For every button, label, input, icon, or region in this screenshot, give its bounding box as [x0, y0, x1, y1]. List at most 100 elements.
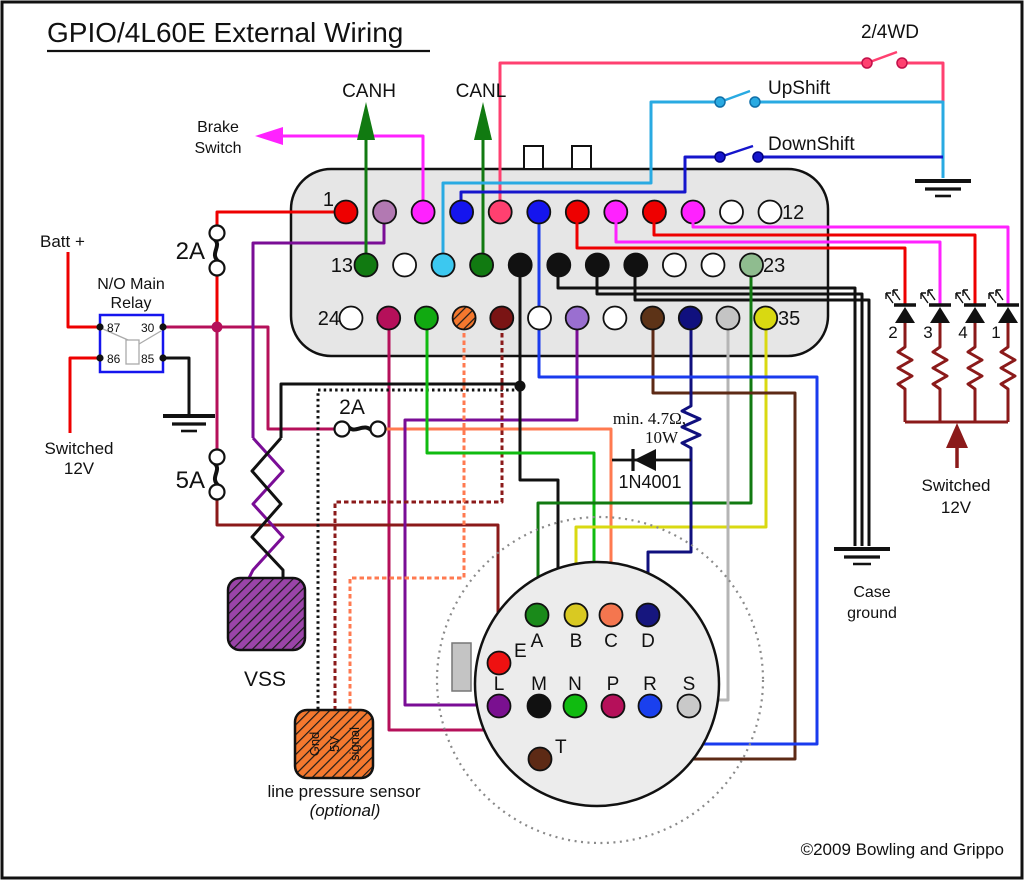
ecu-pin-18 [546, 252, 572, 278]
switched12v-left-label1: Switched [45, 439, 114, 458]
junction-dot [514, 380, 526, 392]
resistor-note2: 10W [645, 428, 679, 447]
led-feed-wire [575, 212, 907, 304]
relay-label2: Relay [111, 295, 152, 312]
ecu-pin-12 [757, 199, 783, 225]
ecu-pin-16 [469, 252, 495, 278]
ecu-pin-15 [430, 252, 456, 278]
ecu-pin-25 [376, 305, 402, 331]
ecu-pin-27 [451, 305, 477, 331]
ecu-pin-11 [719, 199, 744, 225]
trans-pin-C [598, 602, 624, 628]
relay-term-30: 30 [141, 321, 155, 335]
ecu-pin-33 [677, 305, 703, 331]
led-emission-arrows-icon [955, 289, 971, 304]
switched12v-left-label2: 12V [64, 459, 95, 478]
2-4wd-label: 2/4WD [861, 22, 919, 43]
ecu-pin-3 [410, 199, 436, 225]
ecu-pin-29 [527, 305, 552, 331]
led-resistor [896, 323, 914, 422]
ecu-pin-19 [584, 252, 610, 278]
trans-pin-label-E: E [514, 641, 527, 662]
relay-term-87: 87 [107, 321, 121, 335]
case-ground-label2: ground [847, 605, 897, 622]
led-resistor [931, 323, 949, 422]
led-number-label: 4 [958, 323, 967, 342]
ecu-pin-20 [623, 252, 649, 278]
trans-pin-N [562, 693, 588, 719]
trans-pin-R [637, 693, 663, 719]
wiring-layer [66, 50, 945, 761]
connector-key-tab [523, 145, 544, 170]
ecu-pin-31 [602, 305, 628, 331]
canl-label: CANL [456, 81, 507, 102]
trans-pin-E [486, 650, 512, 676]
trans-pin-label-M: M [531, 674, 547, 695]
trans-pin-A [524, 602, 550, 628]
canl-arrow [474, 102, 492, 140]
main-relay: 87 30 86 85 [96, 313, 167, 374]
ecu-pin-2 [372, 199, 398, 225]
pressure-sensor-box [293, 708, 375, 780]
trans-pin-label-T: T [555, 737, 567, 758]
trans-pin-B [563, 602, 589, 628]
trans-pin-D [635, 602, 661, 628]
vss-box [226, 576, 307, 652]
trans-pin-label-S: S [683, 674, 696, 695]
canh-arrow [357, 102, 375, 140]
fuse-2a-mid-label: 2A [339, 396, 365, 419]
sensor-signal-label: signal [347, 727, 362, 761]
switched12v-right-label2: 12V [941, 498, 972, 517]
brake-label1: Brake [197, 119, 239, 136]
case-ground-label1: Case [853, 584, 890, 601]
junction-dot [211, 321, 223, 333]
ecu-pin-17 [507, 252, 533, 278]
trans-pin-label-A: A [531, 631, 544, 652]
led-feed-wire [614, 212, 942, 304]
led-number-label: 3 [923, 323, 932, 342]
ground-relay [163, 414, 215, 433]
trans-connector-key [451, 642, 472, 692]
diode-1n4001 [612, 449, 691, 471]
ecu-pin-22 [700, 252, 726, 278]
trans-pin-T [527, 746, 553, 772]
pin-num-12: 12 [782, 202, 804, 224]
ecu-pin-5 [487, 199, 513, 225]
trans-pin-label-N: N [568, 674, 582, 695]
page-title: GPIO/4L60E External Wiring [47, 17, 403, 48]
ecu-pin-32 [640, 305, 665, 331]
ecu-pin-35 [753, 305, 779, 331]
ground-case [834, 547, 890, 566]
fuse-5a-label: 5A [176, 467, 205, 494]
fuse-2a-label: 2A [176, 238, 205, 265]
pin-num-24: 24 [318, 308, 340, 330]
led-feed-wire [691, 212, 1010, 304]
ecu-pin-24 [338, 305, 364, 331]
fuse-2a-vertical [208, 224, 226, 277]
trans-pin-label-L: L [494, 674, 505, 695]
led-feed-wire [652, 212, 977, 304]
relay-term-86: 86 [107, 352, 121, 366]
pin-num-23: 23 [763, 255, 785, 277]
trans-connector-outline [435, 515, 765, 845]
ecu-pin-26 [413, 305, 439, 331]
sensor-gnd-label: Gnd [307, 732, 322, 757]
sensor-5v-label: 5V [327, 736, 342, 752]
upshift-label: UpShift [768, 78, 831, 99]
trans-pin-label-P: P [607, 674, 620, 695]
ground-shifter [915, 179, 971, 198]
trans-pin-S [676, 693, 702, 719]
ecu-pin-14 [392, 252, 418, 278]
pin-num-13: 13 [331, 255, 353, 277]
led-resistor [966, 323, 984, 422]
relay-label1: N/O Main [97, 276, 165, 293]
sensor-caption: line pressure sensor [267, 782, 420, 801]
trans-pin-L [486, 693, 512, 719]
trans-pin-label-B: B [570, 631, 583, 652]
pin-num-1: 1 [323, 189, 334, 211]
led-number-label: 1 [991, 323, 1000, 342]
canh-label: CANH [342, 81, 396, 102]
downshift-label: DownShift [768, 134, 855, 155]
vss-label: VSS [244, 668, 286, 691]
